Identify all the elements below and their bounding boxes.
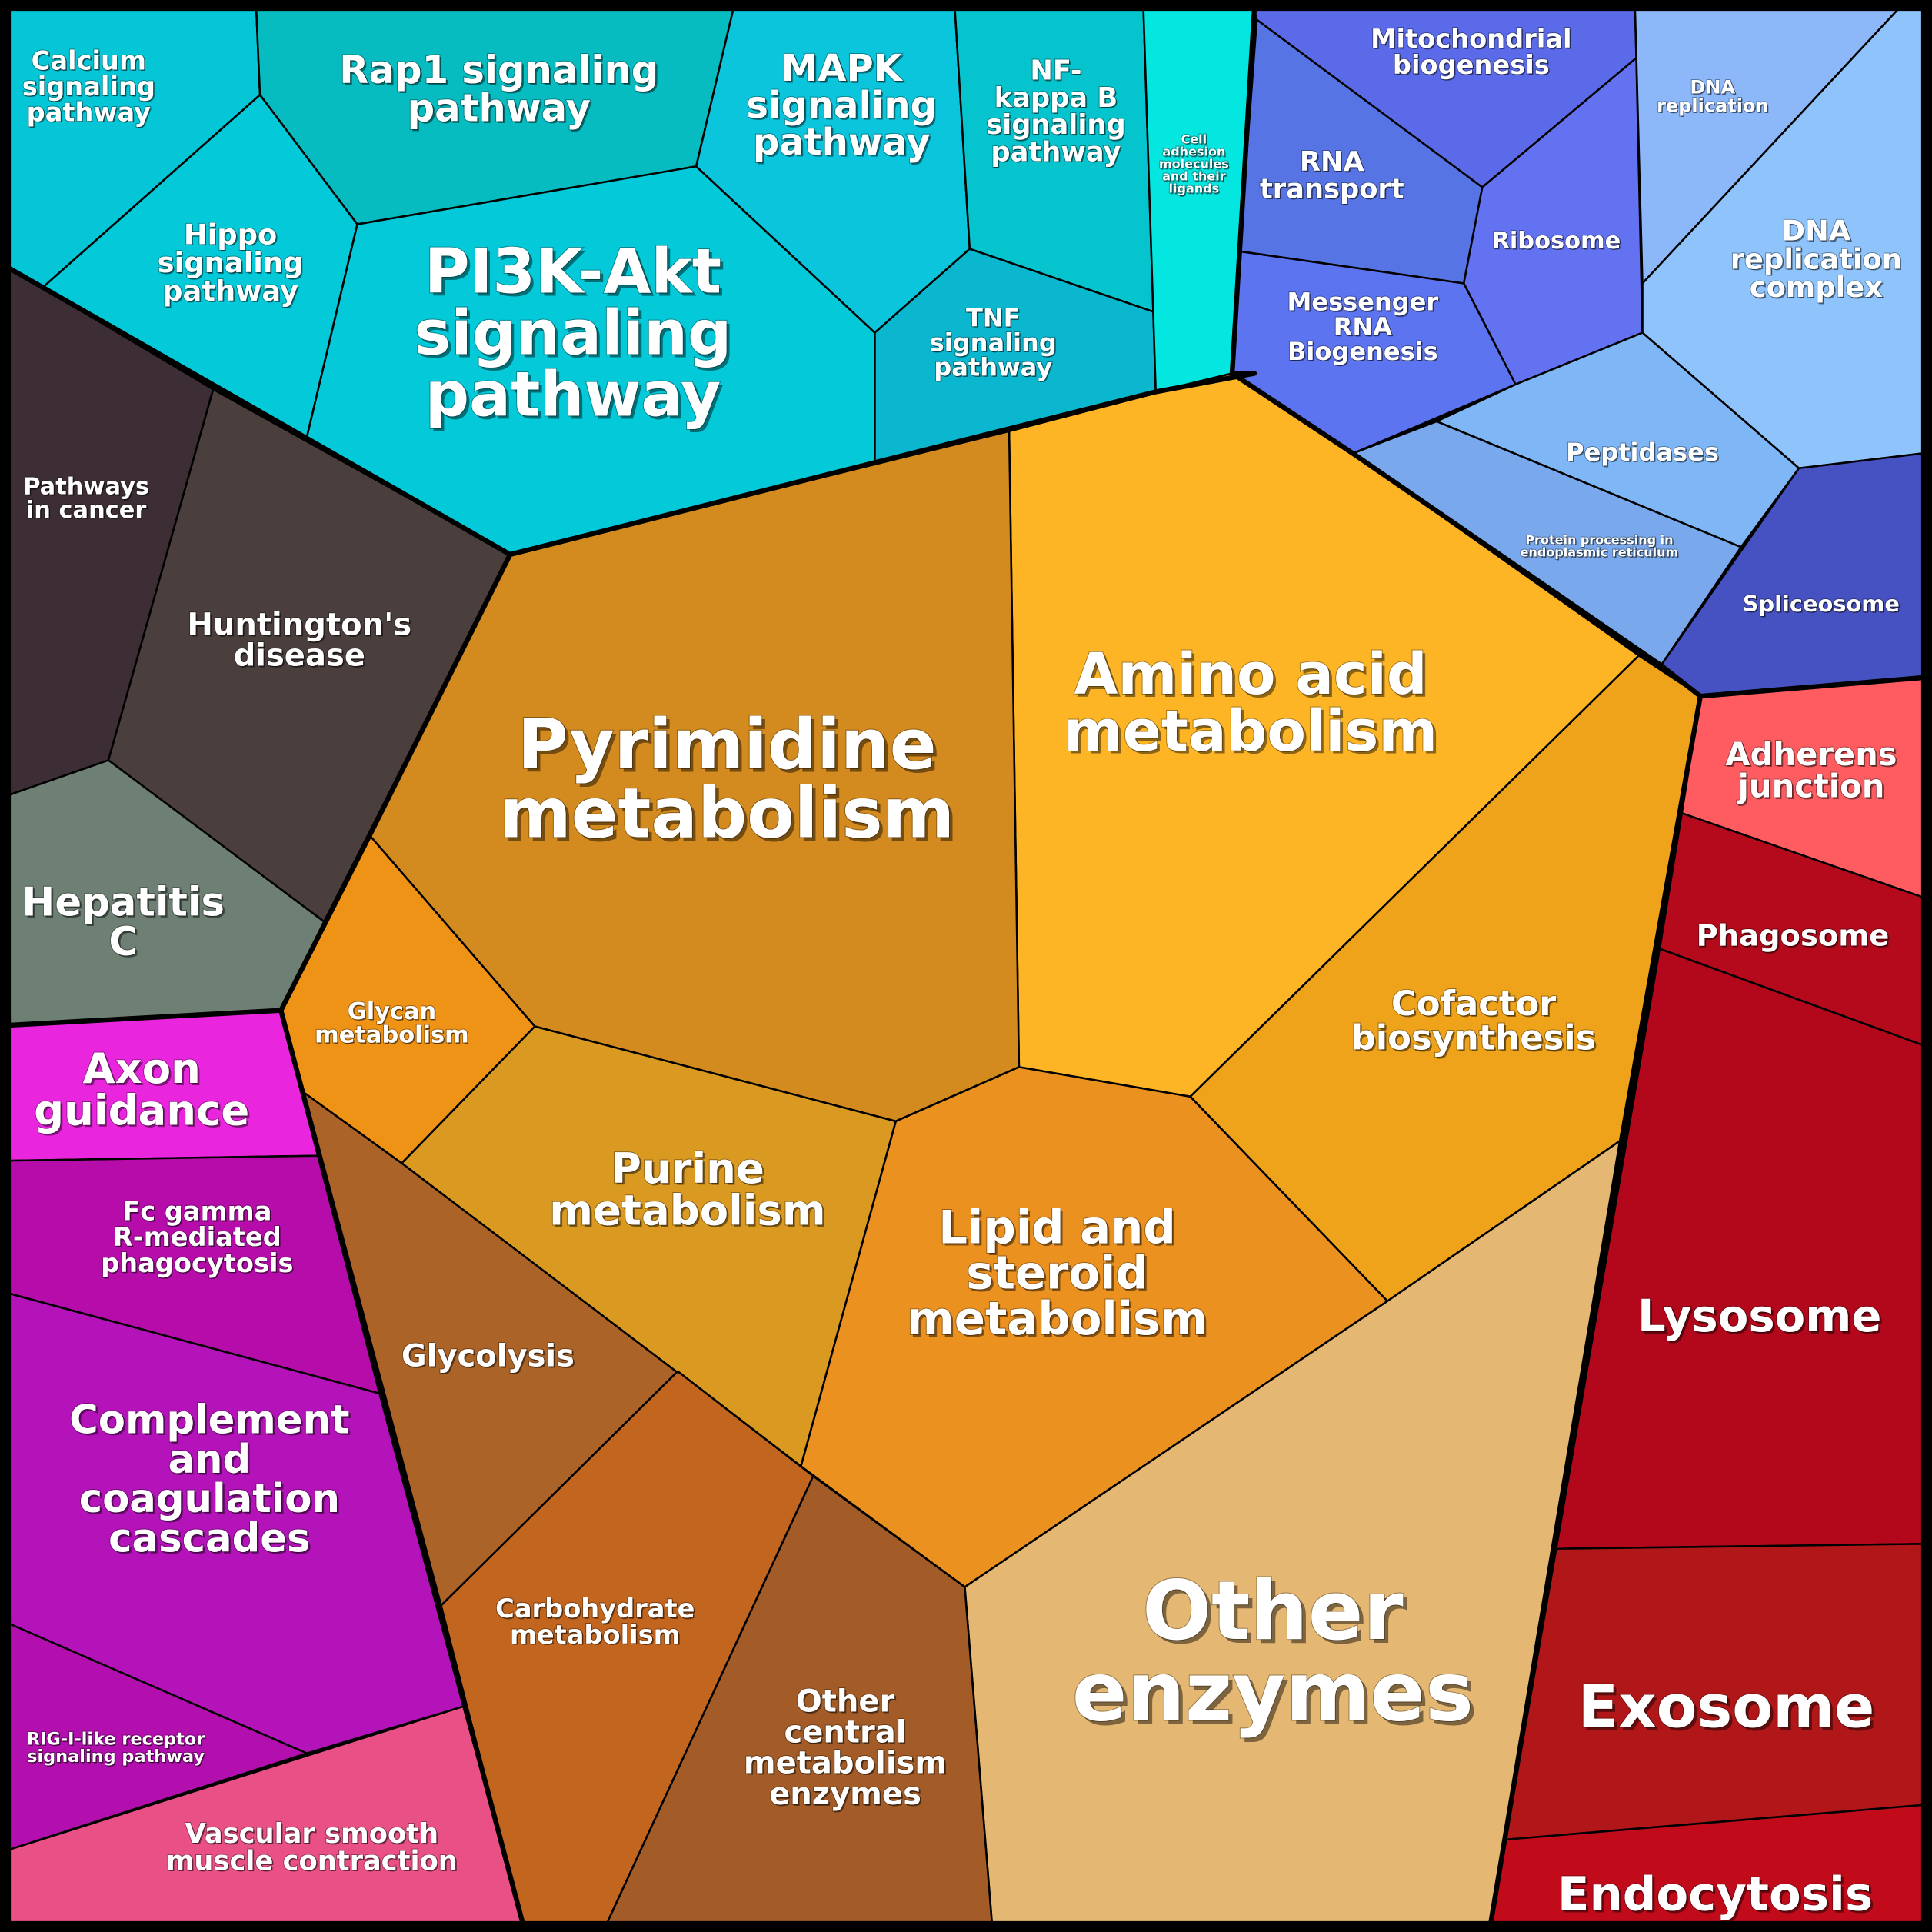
cell-label-spliceosome: Spliceosome bbox=[1743, 591, 1900, 617]
cell-label-shadow: Exosome bbox=[1581, 1677, 1877, 1745]
cell-label-shadow: Glycolysis bbox=[403, 1340, 576, 1375]
cells-layer bbox=[8, 8, 1924, 1924]
group-cellular-processes bbox=[1490, 676, 1924, 1924]
cell-label-lysosome: Lysosome bbox=[1637, 1290, 1881, 1342]
group-border-line bbox=[1229, 9, 1702, 698]
group-human-diseases bbox=[8, 267, 511, 1027]
group-metabolism bbox=[279, 372, 1702, 1924]
cell-label-shadow: Phagosome bbox=[1697, 920, 1890, 954]
group-border-line bbox=[9, 553, 513, 1028]
cell-label-shadow: Peptidases bbox=[1567, 439, 1720, 468]
cell-label-shadow: Endocytosis bbox=[1560, 1870, 1875, 1924]
cell-label-shadow: Ribosome bbox=[1493, 229, 1622, 256]
group-border-line bbox=[8, 266, 1257, 558]
cell-label-endocytosis: Endocytosis bbox=[1557, 1867, 1873, 1922]
group-border-line bbox=[1488, 675, 1923, 1923]
cell-label-exosome: Exosome bbox=[1578, 1674, 1875, 1742]
cell-label-glycolysis: Glycolysis bbox=[401, 1338, 575, 1374]
cell-label-peptidases: Peptidases bbox=[1566, 438, 1719, 467]
cell-label-shadow: Lysosome bbox=[1640, 1292, 1884, 1344]
group-organismal-systems bbox=[8, 1009, 524, 1924]
group-borders-layer bbox=[8, 9, 1923, 1924]
cell-label-shadow: Spliceosome bbox=[1744, 592, 1900, 618]
cell-label-phagosome: Phagosome bbox=[1697, 918, 1890, 953]
group-border-line bbox=[278, 1009, 525, 1924]
cell-label-ribosome: Ribosome bbox=[1491, 228, 1621, 255]
group-genetic-information-processing bbox=[1231, 8, 1924, 698]
